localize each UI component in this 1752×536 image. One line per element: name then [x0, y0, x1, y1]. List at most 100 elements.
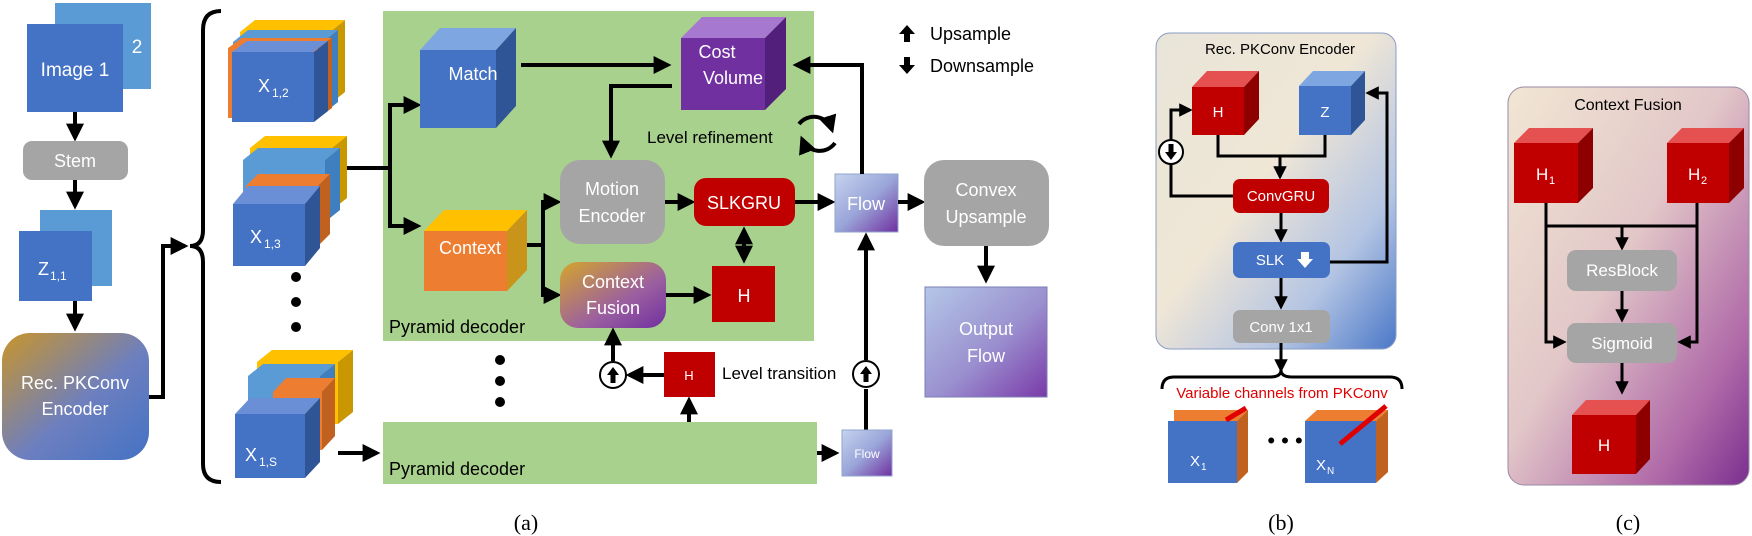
c-resblock-block — [1567, 250, 1677, 291]
pyramid-decoder-top-label: Pyramid decoder — [389, 317, 525, 337]
context-fusion-line1: Context — [582, 272, 644, 292]
b-slk-label: SLK — [1256, 252, 1284, 269]
output-flow-line2: Flow — [967, 346, 1006, 366]
c-h2-cube: H 2 — [1667, 128, 1744, 203]
c-h-out-cube: H — [1572, 400, 1650, 474]
b-x1-main: X — [1190, 453, 1200, 470]
c-h1-cube: H 1 — [1514, 128, 1593, 203]
output-flow-line1: Output — [959, 319, 1013, 339]
z11-main: Z — [38, 259, 49, 279]
context-label: Context — [439, 238, 501, 258]
cost-volume-line1: Cost — [698, 42, 735, 62]
c-sigmoid-block — [1567, 323, 1677, 363]
b-downsample-circle — [1158, 139, 1184, 165]
context-block: Context — [424, 210, 527, 291]
h-transition-block — [664, 352, 715, 397]
x1s-feature-stack: X 1,S — [235, 350, 353, 478]
b-conv1x1-label: Conv 1x1 — [1249, 319, 1312, 336]
legend-downsample: Downsample — [930, 56, 1034, 76]
b-convgru-block — [1233, 179, 1329, 213]
image2-label: 2 — [132, 37, 143, 58]
rec-pkconv-encoder-block — [2, 333, 149, 460]
match-label: Match — [448, 64, 497, 84]
caption-b: (b) — [1268, 510, 1294, 535]
motion-encoder-line2: Encoder — [578, 206, 645, 226]
slkgru-block — [694, 178, 795, 226]
b-h-cube: H — [1192, 71, 1259, 135]
convex-upsample-line2: Upsample — [945, 207, 1026, 227]
b-brace — [1160, 369, 1404, 390]
x12-feature-stack: X 1,2 — [228, 20, 345, 122]
b-x1-cube: X 1 — [1168, 405, 1248, 483]
z11-sub: 1,1 — [50, 269, 67, 283]
pyramid-decoder-bottom-label: Pyramid decoder — [389, 459, 525, 479]
input-images: 2 Image 1 — [27, 3, 151, 112]
caption-c: (c) — [1616, 510, 1640, 535]
b-variable-channels-label: Variable channels from PKConv — [1176, 385, 1388, 402]
flow-block — [834, 173, 899, 233]
upsample-circle-left — [599, 361, 627, 389]
x1s-sub: 1,S — [259, 455, 277, 469]
image1-label: Image 1 — [41, 60, 110, 81]
encoder-line2: Encoder — [41, 399, 108, 419]
b-slk-down-icon — [1297, 252, 1313, 268]
b-z-cube: Z — [1299, 71, 1365, 135]
b-x1-sub: 1 — [1201, 462, 1207, 473]
feature-bracket — [189, 9, 222, 484]
x13-feature-stack: X 1,3 — [233, 136, 347, 266]
context-fusion-block — [560, 262, 666, 328]
c-h-out-label: H — [1598, 436, 1610, 455]
cost-volume-line2: Volume — [703, 68, 763, 88]
output-flow-block — [924, 286, 1048, 398]
convex-upsample-line1: Convex — [955, 180, 1016, 200]
flow-label: Flow — [847, 194, 886, 214]
h-state-label: H — [738, 286, 751, 306]
pyramid-decoder-panel-bottom — [383, 422, 817, 484]
downsample-legend-icon — [899, 57, 915, 74]
flow-small-block — [841, 429, 893, 477]
b-conv1x1-block — [1233, 310, 1330, 343]
z11-feature: Z 1,1 — [19, 210, 112, 301]
panel-c-title: Context Fusion — [1574, 97, 1682, 114]
legend: Upsample Downsample — [899, 24, 1034, 76]
panel-b-title: Rec. PKConv Encoder — [1205, 41, 1355, 58]
b-xn-sub: N — [1327, 466, 1334, 477]
slkgru-label: SLKGRU — [707, 193, 781, 213]
stem-block — [23, 141, 128, 180]
c-h2-sub: 2 — [1701, 175, 1707, 187]
convex-upsample-block — [924, 160, 1049, 246]
h-transition-label: H — [684, 368, 693, 383]
b-z-label: Z — [1320, 104, 1329, 121]
b-ellipsis: • • • — [1267, 428, 1302, 453]
stem-label: Stem — [54, 151, 96, 171]
b-xn-cube: X N — [1305, 404, 1388, 483]
x12-main: X — [258, 76, 270, 96]
c-h2-main: H — [1688, 165, 1700, 184]
b-h-label: H — [1213, 104, 1224, 121]
x13-main: X — [250, 227, 262, 247]
c-resblock-label: ResBlock — [1586, 261, 1658, 280]
b-xn-main: X — [1316, 457, 1326, 474]
c-sigmoid-label: Sigmoid — [1591, 334, 1652, 353]
c-h1-main: H — [1536, 165, 1548, 184]
h-state-block — [712, 266, 775, 322]
x1s-main: X — [245, 445, 257, 465]
caption-a: (a) — [514, 510, 538, 535]
context-fusion-line2: Fusion — [586, 298, 640, 318]
flow-small-label: Flow — [854, 447, 880, 461]
encoder-line1: Rec. PKConv — [21, 373, 129, 393]
c-h1-sub: 1 — [1549, 175, 1555, 187]
b-slk-block — [1233, 242, 1330, 278]
motion-encoder-line1: Motion — [585, 179, 639, 199]
upsample-legend-icon — [899, 25, 915, 42]
upsample-circle-right — [852, 360, 880, 388]
x12-sub: 1,2 — [272, 86, 289, 100]
b-convgru-label: ConvGRU — [1247, 188, 1315, 205]
match-block: Match — [420, 28, 516, 128]
level-transition-label: Level transition — [722, 364, 836, 383]
legend-upsample: Upsample — [930, 24, 1011, 44]
motion-encoder-block — [560, 160, 665, 244]
cost-volume-block: Cost Volume — [681, 17, 786, 110]
level-refinement-icon — [797, 113, 837, 156]
